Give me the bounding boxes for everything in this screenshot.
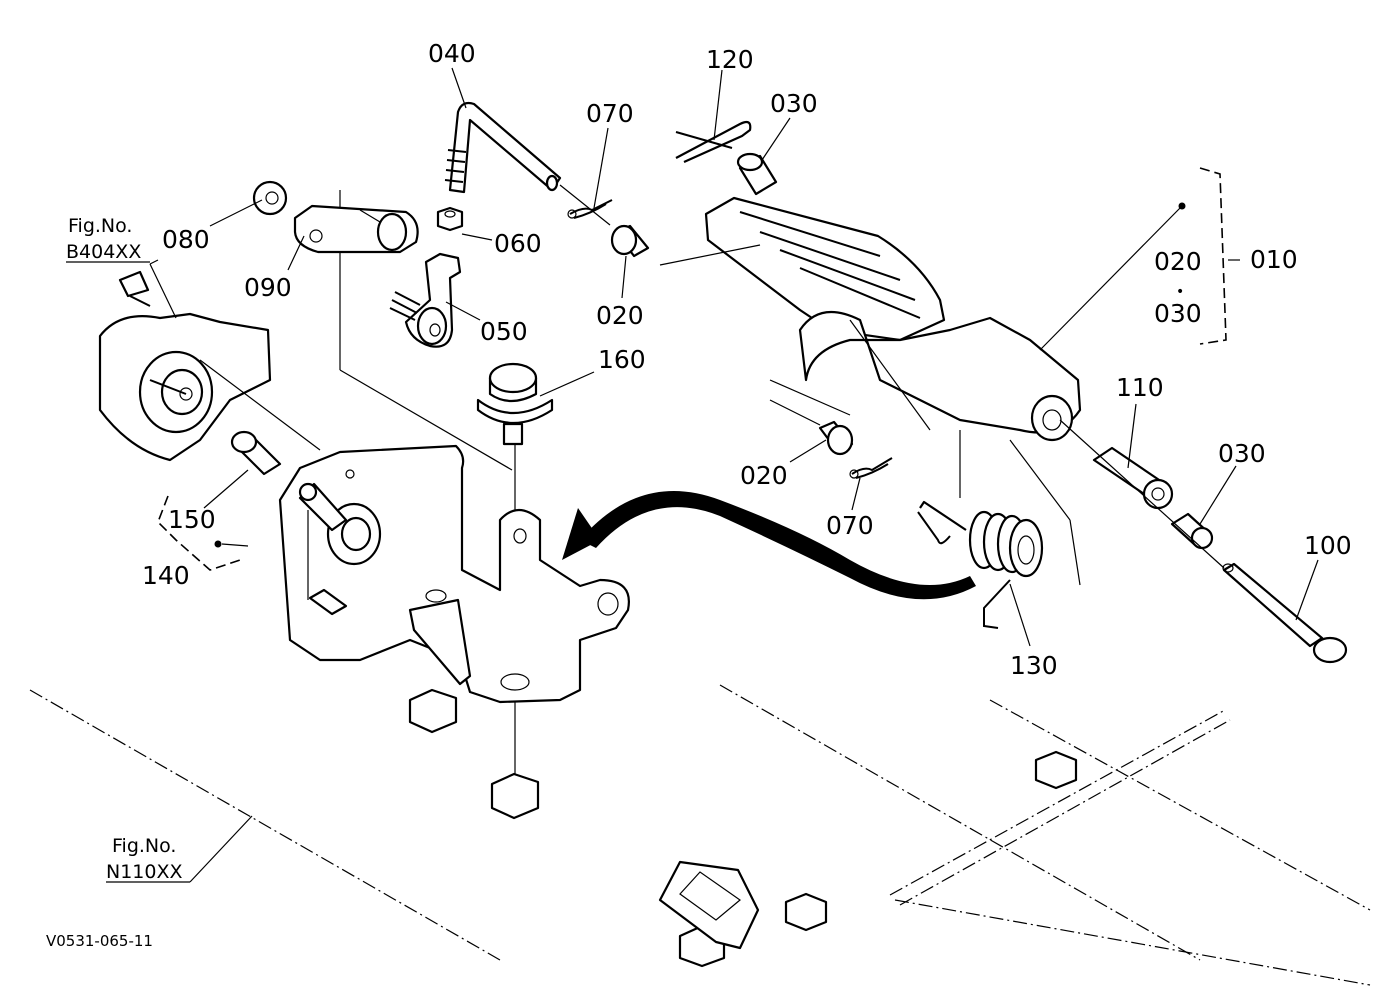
- collar-020-upper: [610, 224, 650, 258]
- label-150: 150: [168, 505, 216, 534]
- bushing-080: [252, 180, 288, 216]
- rod-end-050: [389, 252, 462, 348]
- label-030-lower: 030: [1218, 439, 1266, 468]
- assembly-arrow: [562, 491, 976, 600]
- label-060: 060: [494, 229, 542, 258]
- drawing-code: V0531-065-11: [46, 932, 153, 950]
- fig-ref-2-code: N110XX: [106, 861, 183, 883]
- label-010: 010: [1250, 245, 1298, 274]
- label-110: 110: [1116, 373, 1164, 402]
- clip-070-lower: [849, 457, 893, 479]
- label-080: 080: [162, 225, 210, 254]
- collar-020-lower: [818, 420, 854, 456]
- nut-060: [436, 206, 464, 232]
- clip-070-upper: [567, 199, 613, 219]
- linkage-rod-040: [444, 101, 611, 226]
- label-070-upper: 070: [586, 99, 634, 128]
- sensor-unit: [98, 270, 272, 462]
- label-020-upper: 020: [596, 301, 644, 330]
- bolt-160: [476, 362, 554, 446]
- label-050: 050: [480, 317, 528, 346]
- label-group-dot: •: [1176, 284, 1184, 300]
- leader-lines: [66, 67, 1319, 883]
- label-group-030: 030: [1154, 299, 1202, 328]
- label-160: 160: [598, 345, 646, 374]
- label-040: 040: [428, 39, 476, 68]
- spring-130: [917, 430, 1081, 629]
- label-group-020: 020: [1154, 247, 1202, 276]
- plate-090: [293, 204, 419, 254]
- bushing-030-upper: [736, 152, 778, 196]
- label-100: 100: [1304, 531, 1352, 560]
- label-140: 140: [142, 561, 190, 590]
- pedal-assembly-010: [659, 196, 1082, 442]
- label-120: 120: [706, 45, 754, 74]
- fig-ref-1-code: B404XX: [66, 241, 141, 263]
- bushing-030-lower: [1170, 512, 1214, 550]
- label-090: 090: [244, 273, 292, 302]
- fig-ref-2-title: Fig.No.: [112, 835, 176, 857]
- figure-references: Fig.No. B404XX Fig.No. N110XX: [66, 215, 183, 883]
- label-130: 130: [1010, 651, 1058, 680]
- part-labels: 040 120 070 030 080 060 090 020 050 160 …: [142, 39, 1352, 680]
- tube-110: [1092, 446, 1174, 510]
- label-020-lower: 020: [740, 461, 788, 490]
- cotter-pin-120: [675, 120, 752, 164]
- nuts: [408, 688, 1078, 968]
- label-030-upper: 030: [770, 89, 818, 118]
- group-bracket-140: [157, 495, 249, 571]
- pin-100: [1059, 419, 1348, 664]
- mounting-bracket: [199, 359, 630, 704]
- group-bracket-010: [1178, 167, 1227, 345]
- label-070-lower: 070: [826, 511, 874, 540]
- bushing-150: [230, 430, 282, 476]
- fig-ref-1-title: Fig.No.: [68, 215, 132, 237]
